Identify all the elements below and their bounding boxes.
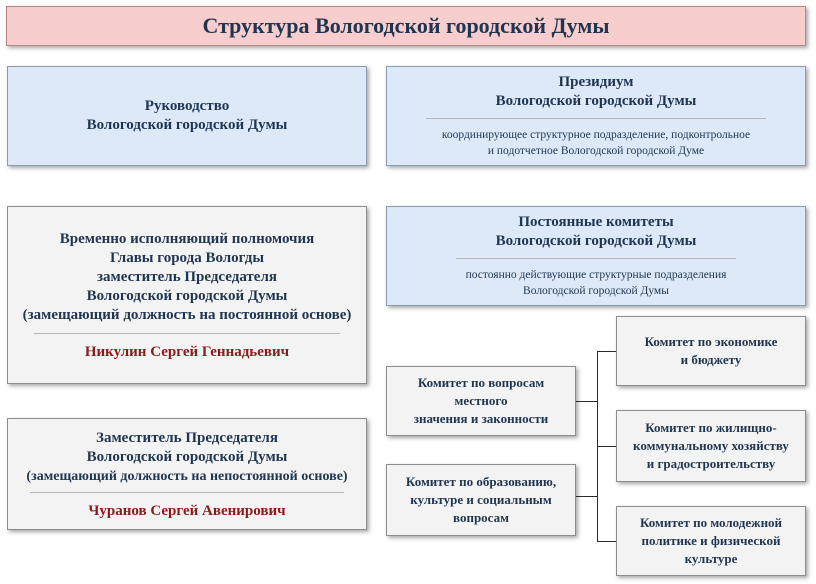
- deputy-person: Чуранов Сергей Авенирович: [88, 502, 286, 519]
- acting-head-line: Вологодской городской Думы: [86, 287, 288, 304]
- connector-from-education: [576, 496, 597, 497]
- presidium-divider: [426, 118, 766, 119]
- committee-line: значения и законности: [413, 411, 549, 426]
- committee-line: Комитет по вопросам: [417, 375, 545, 390]
- connector-from-local-issues: [576, 401, 597, 402]
- committee-line: Комитет по экономике: [644, 334, 778, 349]
- committee-line: вопросам: [453, 510, 509, 525]
- committee-line: Комитет по жилищно-: [645, 420, 777, 435]
- committee-line: и бюджету: [680, 352, 742, 367]
- leadership-box: Руководство Вологодской городской Думы: [7, 66, 367, 166]
- acting-head-divider: [34, 332, 340, 334]
- connector-to-housing: [597, 446, 616, 447]
- page-title: Структура Вологодской городской Думы: [202, 13, 610, 38]
- committee-housing-box: Комитет по жилищно- коммунальному хозяйс…: [616, 410, 806, 482]
- standing-committees-divider: [456, 258, 736, 259]
- presidium-line: Вологодской городской Думы: [495, 93, 697, 109]
- deputy-line: Вологодской городской Думы: [86, 448, 288, 465]
- committee-education-box: Комитет по образованию, культуре и социа…: [386, 464, 576, 536]
- acting-head-line: Главы города Вологды: [109, 249, 265, 266]
- committee-youth-box: Комитет по молодежной политике и физичес…: [616, 506, 806, 576]
- deputy-divider: [30, 491, 344, 493]
- committee-line: и градостроительству: [646, 456, 776, 471]
- standing-committees-line: Постоянные комитеты: [518, 214, 674, 230]
- committee-line: культуре и социальным: [410, 492, 552, 507]
- deputy-line: Заместитель Председателя: [96, 429, 278, 446]
- acting-head-line: заместитель Председателя: [97, 268, 277, 285]
- acting-head-line: (замещающий должность на постоянной осно…: [22, 306, 352, 323]
- committee-line: местного: [454, 393, 508, 408]
- presidium-box: Президиум Вологодской городской Думы коо…: [386, 66, 806, 166]
- presidium-desc-line: координирующее структурное подразделение…: [441, 129, 751, 141]
- acting-head-person: Никулин Сергей Геннадьевич: [84, 343, 290, 360]
- standing-committees-desc-line: постоянно действующие структурные подраз…: [465, 269, 727, 281]
- leadership-line: Вологодской городской Думы: [86, 117, 288, 133]
- standing-committees-line: Вологодской городской Думы: [495, 233, 697, 249]
- committee-line: Комитет по образованию,: [405, 474, 557, 489]
- deputy-line: (замещающий должность на непостоянной ос…: [26, 468, 348, 484]
- deputy-box: Заместитель Председателя Вологодской гор…: [7, 418, 367, 530]
- committee-economy-box: Комитет по экономике и бюджету: [616, 316, 806, 386]
- standing-committees-box: Постоянные комитеты Вологодской городско…: [386, 206, 806, 306]
- page-title-box: Структура Вологодской городской Думы: [6, 6, 806, 46]
- committee-line: культуре: [684, 551, 738, 566]
- committee-line: политике и физической: [641, 533, 781, 548]
- acting-head-line: Временно исполняющий полномочия: [59, 230, 315, 247]
- standing-committees-desc-line: Вологодской городской Думы: [523, 285, 669, 297]
- committee-local-issues-box: Комитет по вопросам местного значения и …: [386, 366, 576, 436]
- committee-line: Комитет по молодежной: [639, 515, 783, 530]
- connector-to-youth: [597, 541, 616, 542]
- presidium-line: Президиум: [558, 74, 634, 90]
- presidium-desc-line: и подотчетное Вологодской городской Думе: [487, 145, 705, 157]
- connector-to-economy: [597, 351, 616, 352]
- leadership-line: Руководство: [144, 98, 230, 114]
- committee-line: коммунальному хозяйству: [633, 438, 789, 453]
- acting-head-box: Временно исполняющий полномочия Главы го…: [7, 206, 367, 384]
